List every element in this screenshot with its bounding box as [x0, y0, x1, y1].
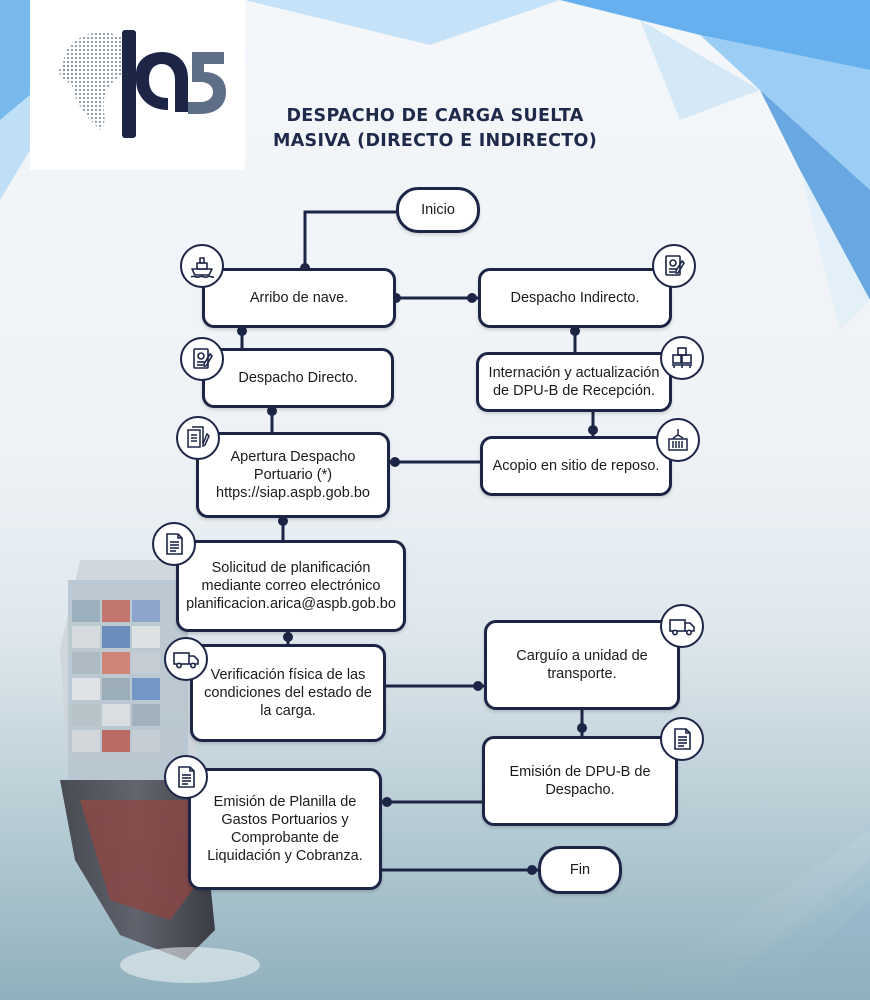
logo-panel	[30, 0, 245, 170]
node-acopio-label: Acopio en sitio de reposo.	[492, 458, 660, 474]
document-icon	[152, 522, 196, 566]
title-line-2: MASIVA (DIRECTO E INDIRECTO)	[272, 131, 597, 151]
node-despacho-indirecto-label: Despacho Indirecto.	[510, 290, 640, 306]
logo-icon	[58, 30, 226, 138]
document-stamp-icon	[652, 244, 696, 288]
node-arribo: Arribo de nave.	[202, 268, 396, 328]
page-title: DESPACHO DE CARGA SUELTA MASIVA (DIRECTO…	[240, 104, 630, 154]
documents-pen-icon	[176, 416, 220, 460]
document-icon	[660, 717, 704, 761]
node-emision-planilla-label: Emisión de Planilla de Gastos Portuarios…	[207, 794, 363, 864]
node-emision-dpu-label: Emisión de DPU-B de Despacho.	[509, 764, 651, 798]
boxes-pallet-icon	[660, 336, 704, 380]
node-verificacion-label: Verificación física de las condiciones d…	[204, 667, 372, 719]
node-despacho-directo-label: Despacho Directo.	[238, 370, 358, 386]
node-apertura: Apertura Despacho Portuario (*) https://…	[196, 432, 390, 518]
node-arribo-label: Arribo de nave.	[249, 290, 349, 306]
node-solicitud: Solicitud de planificación mediante corr…	[176, 540, 406, 632]
node-despacho-directo: Despacho Directo.	[202, 348, 394, 408]
node-despacho-indirecto: Despacho Indirecto.	[478, 268, 672, 328]
node-inicio: Inicio	[396, 187, 480, 233]
node-fin: Fin	[538, 846, 622, 894]
container-crane-icon	[656, 418, 700, 462]
node-emision-dpu: Emisión de DPU-B de Despacho.	[482, 736, 678, 826]
node-carguio-label: Carguío a unidad de transporte.	[516, 648, 648, 682]
node-acopio: Acopio en sitio de reposo.	[480, 436, 672, 496]
node-solicitud-label: Solicitud de planificación mediante corr…	[186, 560, 396, 612]
node-internacion: Internación y actualización de DPU-B de …	[476, 352, 672, 412]
node-apertura-label: Apertura Despacho Portuario (*) https://…	[216, 449, 370, 501]
node-inicio-label: Inicio	[421, 202, 455, 218]
truck-icon	[164, 637, 208, 681]
node-verificacion: Verificación física de las condiciones d…	[190, 644, 386, 742]
title-line-1: DESPACHO DE CARGA SUELTA	[286, 106, 584, 126]
document-stamp-icon	[180, 337, 224, 381]
node-emision-planilla: Emisión de Planilla de Gastos Portuarios…	[188, 768, 382, 890]
node-internacion-label: Internación y actualización de DPU-B de …	[488, 365, 660, 399]
document-icon	[164, 755, 208, 799]
truck-icon	[660, 604, 704, 648]
ship-icon	[180, 244, 224, 288]
node-fin-label: Fin	[569, 862, 591, 878]
node-carguio: Carguío a unidad de transporte.	[484, 620, 680, 710]
